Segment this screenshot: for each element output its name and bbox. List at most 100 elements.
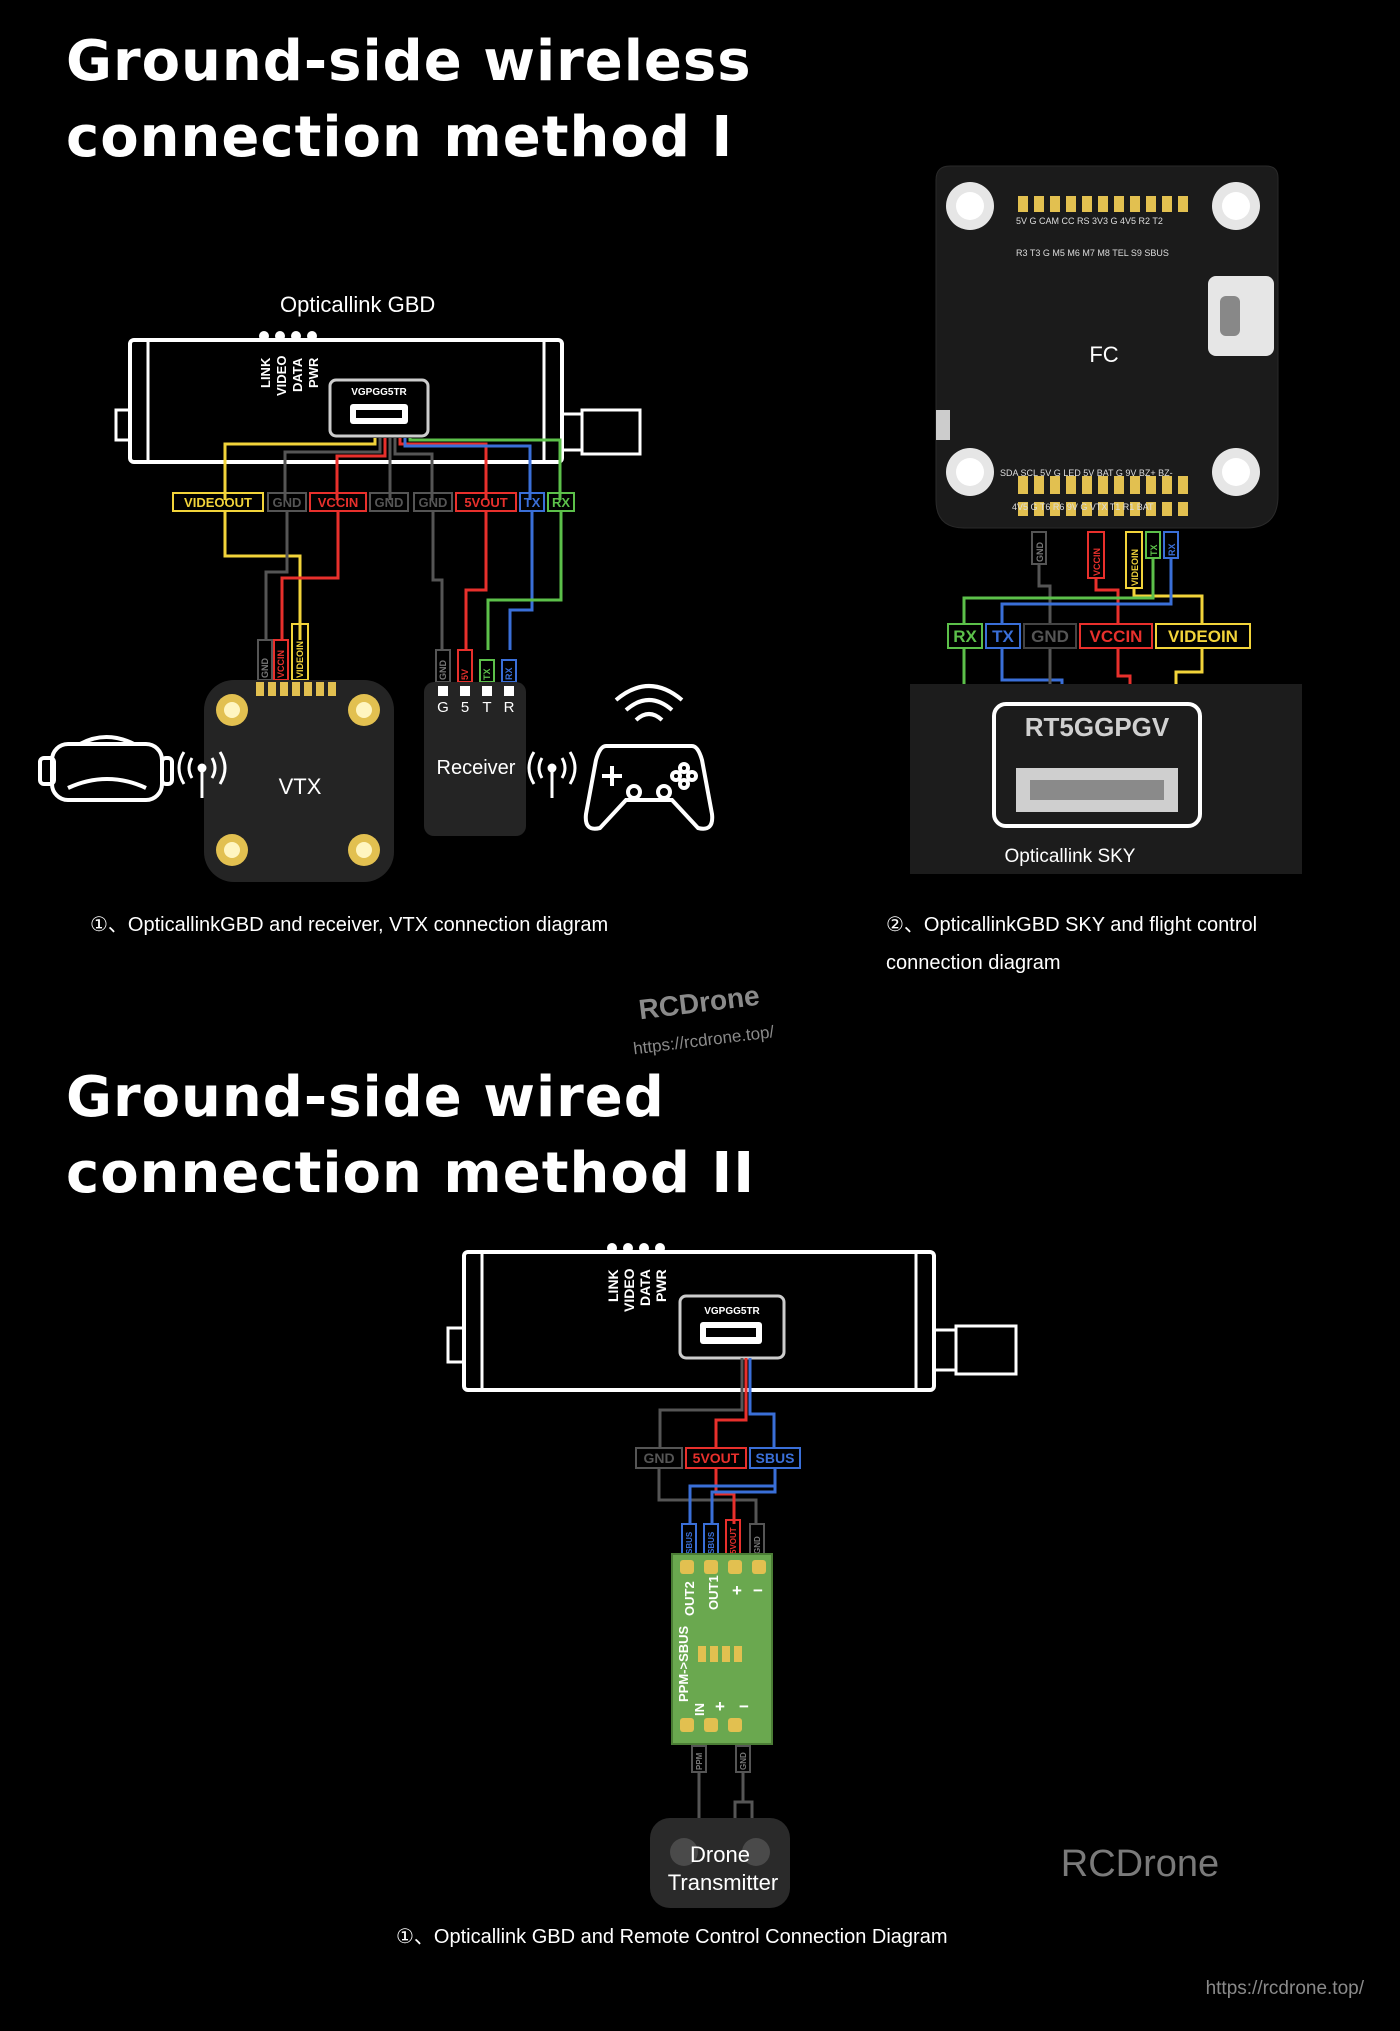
wired-led-data: DATA (637, 1269, 653, 1306)
section1-title-line2: connection method I (66, 105, 734, 170)
rx-wire-5v: 5V (460, 669, 470, 680)
conv-wire-ppm-gnd: GND (739, 1752, 748, 1770)
caption-left: ①、OpticallinkGBD and receiver, VTX conne… (90, 914, 609, 936)
conv-label-in: IN (692, 1703, 707, 1716)
diagram-fc-sky: 5V G CAM CC RS 3V3 G 4V5 R2 T2 R3 T3 G M… (910, 165, 1302, 874)
wired-led-link: LINK (605, 1269, 621, 1302)
led-link: LINK (258, 357, 273, 388)
bnc-connector (560, 412, 584, 452)
rx-wire-tx: TX (482, 668, 492, 680)
conv-wire-5vout: 5VOUT (729, 1527, 738, 1554)
watermark-center: RCDrone https://rcdrone.top/ (632, 980, 775, 1059)
receiver-module (424, 682, 526, 836)
wired-chip-frame (678, 1294, 786, 1360)
sky-pin-vccin: VCCIN (1090, 627, 1143, 646)
watermark-brand-center: RCDrone (637, 980, 761, 1026)
usb-c-port (1208, 276, 1274, 356)
conv-wire-gnd: GND (753, 1536, 762, 1554)
fc-board (935, 165, 1279, 529)
pin-5vout: 5VOUT (464, 495, 507, 510)
fc-wire-tx: TX (1149, 544, 1159, 556)
transmitter-label-2: Transmitter (668, 1870, 778, 1895)
wired-pin-5vout: 5VOUT (693, 1450, 740, 1466)
rx-pin-g: G (437, 699, 449, 716)
conv-label-plus: + (732, 1581, 742, 1600)
sky-pin-rx: RX (953, 627, 977, 646)
conv-label-in-minus: − (739, 1697, 749, 1716)
wired-led-pwr: PWR (653, 1269, 669, 1302)
gbd-chip-frame (328, 378, 430, 438)
gbd-pin-header: VIDEOOUT GND VCCIN GND GND 5VOUT TX RX (172, 492, 575, 512)
diagram-gbd-vtx-receiver: Opticallink GBD LINK VIDEO DATA PWR VGPG… (38, 292, 715, 882)
pin-vccin: VCCIN (318, 495, 358, 510)
fpv-goggles-icon (38, 735, 174, 802)
caption-right-line1: ②、OpticallinkGBD SKY and flight control (886, 914, 1258, 936)
sky-chip-label: RT5GGPGV (1025, 712, 1170, 742)
transmitter-label-1: Drone (690, 1842, 750, 1867)
wired-pin-gnd: GND (643, 1450, 674, 1466)
vtx-label: VTX (279, 774, 322, 799)
conv-label-minus: − (753, 1581, 763, 1600)
watermark-url-bottom: https://rcdrone.top/ (1206, 1978, 1365, 1999)
sky-label: Opticallink SKY (1005, 846, 1136, 867)
wired-chip-label: VGPGG5TR (704, 1306, 760, 1317)
pin-gnd-1: GND (273, 495, 302, 510)
fc-wire-videoin: VIDEOIN (1130, 549, 1140, 586)
sky-pin-gnd: GND (1031, 627, 1069, 646)
led-video: VIDEO (274, 356, 289, 396)
caption-bottom: ①、Opticallink GBD and Remote Control Con… (396, 1926, 948, 1948)
rx-wire-rx: RX (504, 667, 514, 680)
gbd-chip-label: VGPGG5TR (351, 387, 407, 398)
fc-wire-vccin: VCCIN (1092, 548, 1102, 576)
bnc-connector-wired (932, 1328, 958, 1372)
led-data: DATA (290, 357, 305, 392)
wired-pin-sbus: SBUS (756, 1450, 795, 1466)
gbd-body-wired (462, 1250, 936, 1392)
fc-bottom-labels-2: 4V5 G T6 R6 9V G VTX T1 R1 BAT (1012, 502, 1154, 512)
rx-wire-gnd: GND (438, 660, 448, 681)
conv-label-in-plus: + (715, 1697, 725, 1716)
watermark-brand-bottom: RCDrone (1061, 1843, 1219, 1885)
vtx-pin-gnd: GND (260, 658, 270, 679)
sky-pin-tx: TX (992, 627, 1014, 646)
fc-label: FC (1089, 342, 1118, 367)
gbd-body (128, 338, 564, 464)
gamepad-icon (583, 684, 715, 831)
caption-right-line2: connection diagram (886, 952, 1061, 974)
receiver-label: Receiver (437, 757, 516, 779)
rx-pin-5: 5 (461, 699, 469, 716)
pin-videoout: VIDEOOUT (184, 495, 252, 510)
conv-wire-ppm: PPM (695, 1752, 704, 1770)
watermark-url-center: https://rcdrone.top/ (632, 1022, 775, 1058)
pin-gnd-2: GND (375, 495, 404, 510)
conv-name: PPM->SBUS (676, 1625, 691, 1702)
section2-title-line2: connection method II (66, 1141, 756, 1206)
conv-wire-sbus-2: SBUS (707, 1531, 716, 1554)
fc-top-labels-1: 5V G CAM CC RS 3V3 G 4V5 R2 T2 (1016, 216, 1163, 226)
section2-title-line1: Ground-side wired (66, 1065, 665, 1130)
led-pwr: PWR (306, 357, 321, 388)
antenna-icon-vtx (177, 751, 227, 798)
vtx-module (204, 680, 394, 882)
vtx-pin-vccin: VCCIN (276, 650, 286, 678)
gbd-label: Opticallink GBD (280, 292, 435, 317)
pin-rx: RX (552, 495, 570, 510)
conv-label-out1: OUT1 (706, 1575, 721, 1610)
conv-label-out2: OUT2 (682, 1581, 697, 1616)
section1-title-line1: Ground-side wireless (66, 29, 752, 94)
vtx-pin-videoin: VIDEOIN (295, 641, 305, 678)
fc-wire-gnd: GND (1035, 542, 1045, 563)
gbd-leds: LINK VIDEO DATA PWR (258, 331, 321, 396)
sky-pin-videoin: VIDEOIN (1168, 627, 1238, 646)
wired-led-video: VIDEO (621, 1268, 637, 1312)
diagram-wired: LINK VIDEO DATA PWR VGPGG5TR GND 5VOUT S… (446, 1243, 1018, 1908)
rx-pin-t: T (482, 699, 491, 716)
pin-gnd-3: GND (419, 495, 448, 510)
fc-top-labels-2: R3 T3 G M5 M6 M7 M8 TEL S9 SBUS (1016, 248, 1169, 258)
fc-bottom-labels-1: SDA SCL 5V G LED 5V BAT G 9V BZ+ BZ- (1000, 468, 1173, 478)
conv-wire-sbus-1: SBUS (685, 1531, 694, 1554)
rx-pin-r: R (504, 699, 515, 716)
fc-wire-rx: RX (1167, 543, 1177, 556)
antenna-icon-receiver (527, 751, 577, 798)
